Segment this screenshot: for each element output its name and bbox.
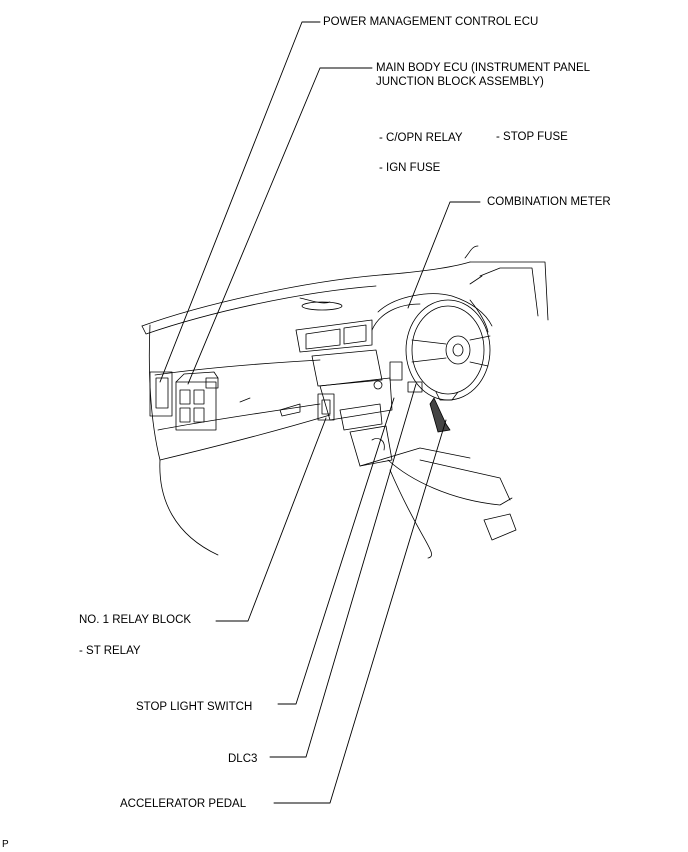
center-console <box>295 319 517 559</box>
stop-light-switch-label: STOP LIGHT SWITCH <box>136 701 253 713</box>
dlc3-label: DLC3 <box>228 753 258 765</box>
stop-fuse-label: - STOP FUSE <box>496 131 568 143</box>
accelerator-pedal-label: ACCELERATOR PEDAL <box>120 798 247 810</box>
leader-lines <box>159 21 481 804</box>
st-relay-label: - ST RELAY <box>79 645 141 657</box>
ign-fuse-label: - IGN FUSE <box>379 162 441 174</box>
relay-and-ecu-blocks <box>149 371 335 431</box>
corner-mark: P <box>2 839 9 850</box>
copn-relay-label: - C/OPN RELAY <box>379 132 463 144</box>
relay-block-label: NO. 1 RELAY BLOCK <box>79 614 192 626</box>
main-body-ecu-label-line2: JUNCTION BLOCK ASSEMBLY) <box>376 76 544 88</box>
power-management-ecu-label: POWER MANAGEMENT CONTROL ECU <box>323 16 539 28</box>
main-body-ecu-label-line1: MAIN BODY ECU (INSTRUMENT PANEL <box>376 62 591 74</box>
dashboard-outline <box>141 245 549 556</box>
combination-meter-label: COMBINATION METER <box>487 196 611 208</box>
